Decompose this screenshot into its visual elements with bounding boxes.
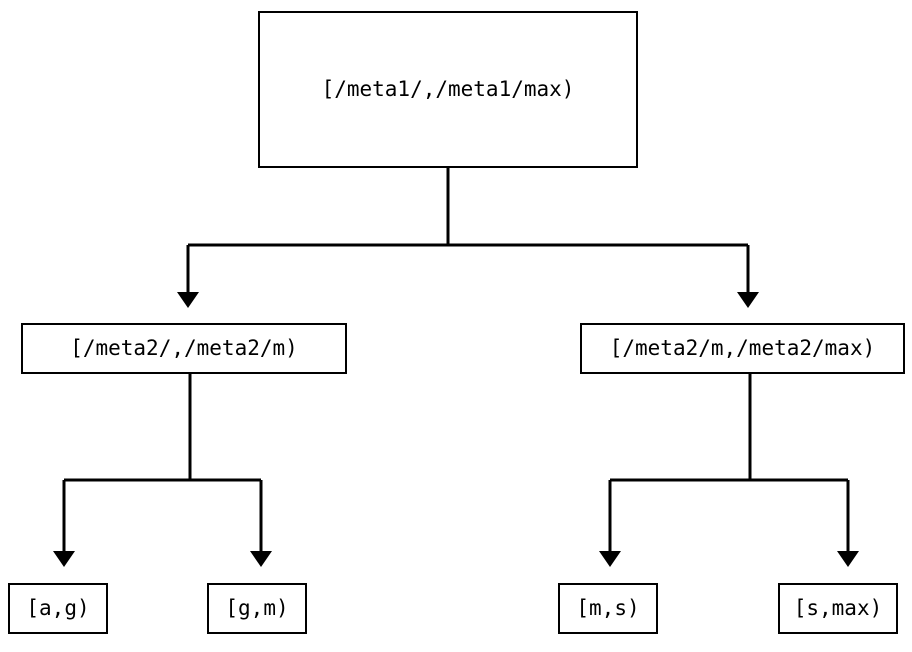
node-root-label: [/meta1/,/meta1/max) xyxy=(321,77,575,101)
node-leaf-b-label: [g,m) xyxy=(225,596,289,620)
node-mid-left-label: [/meta2/,/meta2/m) xyxy=(70,336,298,360)
node-leaf-c-label: [m,s) xyxy=(576,596,640,620)
node-root[interactable]: [/meta1/,/meta1/max) xyxy=(258,11,638,168)
node-leaf-c[interactable]: [m,s) xyxy=(558,583,658,634)
arrowhead-to-leaf-a xyxy=(53,551,75,567)
arrowhead-to-leaf-d xyxy=(837,551,859,567)
arrowhead-to-leaf-c xyxy=(599,551,621,567)
node-mid-right[interactable]: [/meta2/m,/meta2/max) xyxy=(580,323,905,374)
node-leaf-b[interactable]: [g,m) xyxy=(207,583,307,634)
node-mid-right-label: [/meta2/m,/meta2/max) xyxy=(609,336,876,360)
node-leaf-d-label: [s,max) xyxy=(793,596,883,620)
node-leaf-d[interactable]: [s,max) xyxy=(778,583,898,634)
arrowhead-to-leaf-b xyxy=(250,551,272,567)
node-mid-left[interactable]: [/meta2/,/meta2/m) xyxy=(21,323,347,374)
node-leaf-a[interactable]: [a,g) xyxy=(8,583,108,634)
arrowhead-to-mid-left xyxy=(177,292,199,308)
node-leaf-a-label: [a,g) xyxy=(26,596,90,620)
arrowhead-to-mid-right xyxy=(737,292,759,308)
